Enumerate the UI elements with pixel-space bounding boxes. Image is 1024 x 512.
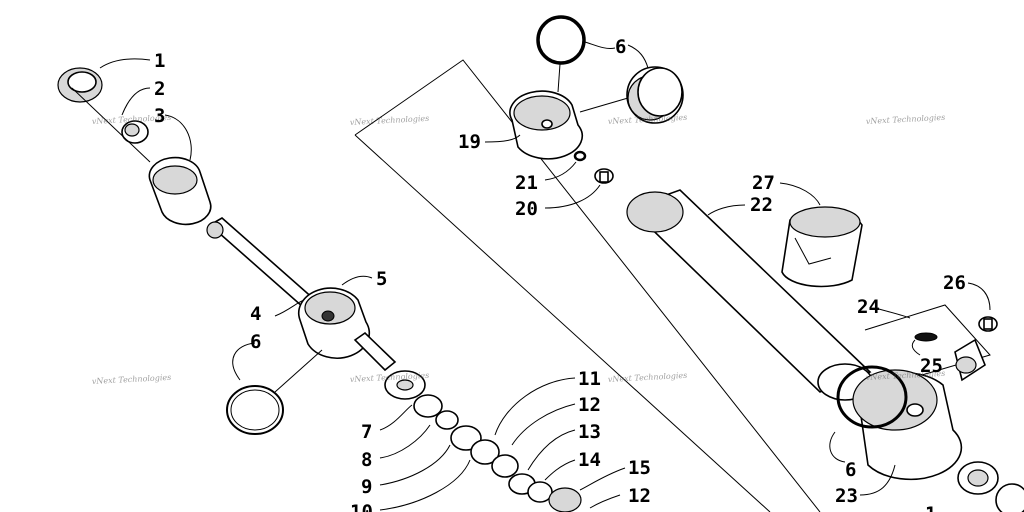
callout-14: 14 [578,449,601,471]
washer-stack [384,370,582,512]
callout-10: 10 [350,501,373,512]
callout-4: 4 [250,303,261,325]
callout-21: 21 [515,172,538,194]
watermark: vNext Technologies [866,369,946,382]
watermark: vNext Technologies [608,371,688,384]
part-3-collar [148,156,212,226]
callout-8: 8 [361,449,372,471]
callout-6-top: 6 [615,36,626,58]
callout-12-lower: 12 [628,485,651,507]
part-25-small-oring [914,332,938,342]
callout-19: 19 [458,131,481,153]
callout-3: 3 [154,105,165,127]
callout-20: 20 [515,198,538,220]
part-21-small-oring [573,150,587,162]
part-27-sleeve [781,206,863,288]
part-1-cap-bottom [957,461,1024,512]
callout-22: 22 [750,194,773,216]
watermark: vNext Technologies [866,113,946,126]
part-26-screw [978,316,998,332]
callout-12-upper: 12 [578,394,601,416]
callout-6-left: 6 [250,331,261,353]
callout-1: 1 [154,50,165,72]
part-6-sleeve [626,66,684,124]
valve-fitting [954,338,986,382]
callout-1-bottom: 1 [925,503,936,512]
part-6-oring-right [836,365,908,429]
reservoir-panel-outline [354,59,821,512]
callout-11: 11 [578,368,601,390]
part-1-cap [57,67,103,103]
watermark: vNext Technologies [350,114,430,127]
callout-24: 24 [857,296,880,318]
callout-7: 7 [361,421,372,443]
part-22-reservoir-tube [626,189,873,401]
part-2-bushing [121,120,149,144]
part-6-oring-left [226,385,284,435]
callout-27: 27 [752,172,775,194]
part-6-oring-top [536,15,586,65]
part-23-reservoir-body [852,369,963,481]
watermark: vNext Technologies [608,113,688,126]
part-20-screw [594,168,614,184]
callout-23: 23 [835,485,858,507]
part-19-end-cap [509,90,584,160]
callout-5: 5 [376,268,387,290]
watermark: vNext Technologies [350,371,430,384]
callout-26: 26 [943,272,966,294]
watermark: vNext Technologies [92,373,172,386]
callout-2: 2 [154,78,165,100]
watermark: vNext Technologies [92,113,172,126]
callout-25: 25 [920,355,943,377]
callout-13: 13 [578,421,601,443]
part-24-bracket-outline [864,304,991,381]
callout-9: 9 [361,476,372,498]
part-5-piston [297,287,397,372]
callout-15: 15 [628,457,651,479]
callout-6-right: 6 [845,459,856,481]
